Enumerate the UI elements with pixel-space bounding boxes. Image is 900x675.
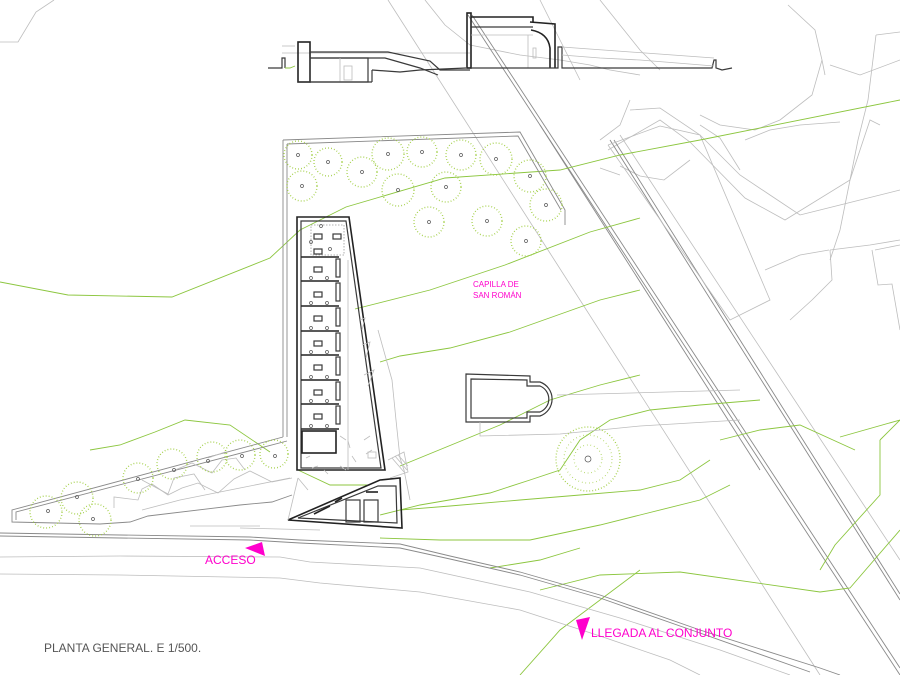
diagonal-track — [387, 0, 900, 675]
tree-group-north — [283, 136, 563, 257]
terraced-garden — [113, 451, 293, 511]
access-road — [0, 525, 841, 675]
tree-group-southwest — [29, 439, 289, 537]
contour-lines — [0, 99, 900, 675]
chapel-label-line2: SAN ROMÁN — [473, 291, 522, 300]
site-enclosure — [11, 131, 566, 525]
section-drawing — [268, 12, 733, 83]
arrival-arrow-icon — [576, 617, 590, 640]
drawing-title: PLANTA GENERAL. E 1/500. — [44, 641, 202, 655]
cells — [301, 224, 342, 430]
access-arrow-icon — [245, 542, 265, 556]
access-label: ACCESO — [205, 553, 256, 567]
main-building-plan — [287, 216, 411, 529]
arrival-label: LLEGADA AL CONJUNTO — [591, 626, 733, 640]
context-lines — [0, 0, 900, 331]
chapel-label: CAPILLA DE SAN ROMÁN — [473, 279, 521, 301]
chapel-label-line1: CAPILLA DE — [473, 280, 519, 289]
cloister-benches — [305, 435, 377, 475]
chapel-plan — [465, 373, 741, 437]
tree-chapel — [555, 426, 621, 492]
trees — [29, 136, 621, 537]
